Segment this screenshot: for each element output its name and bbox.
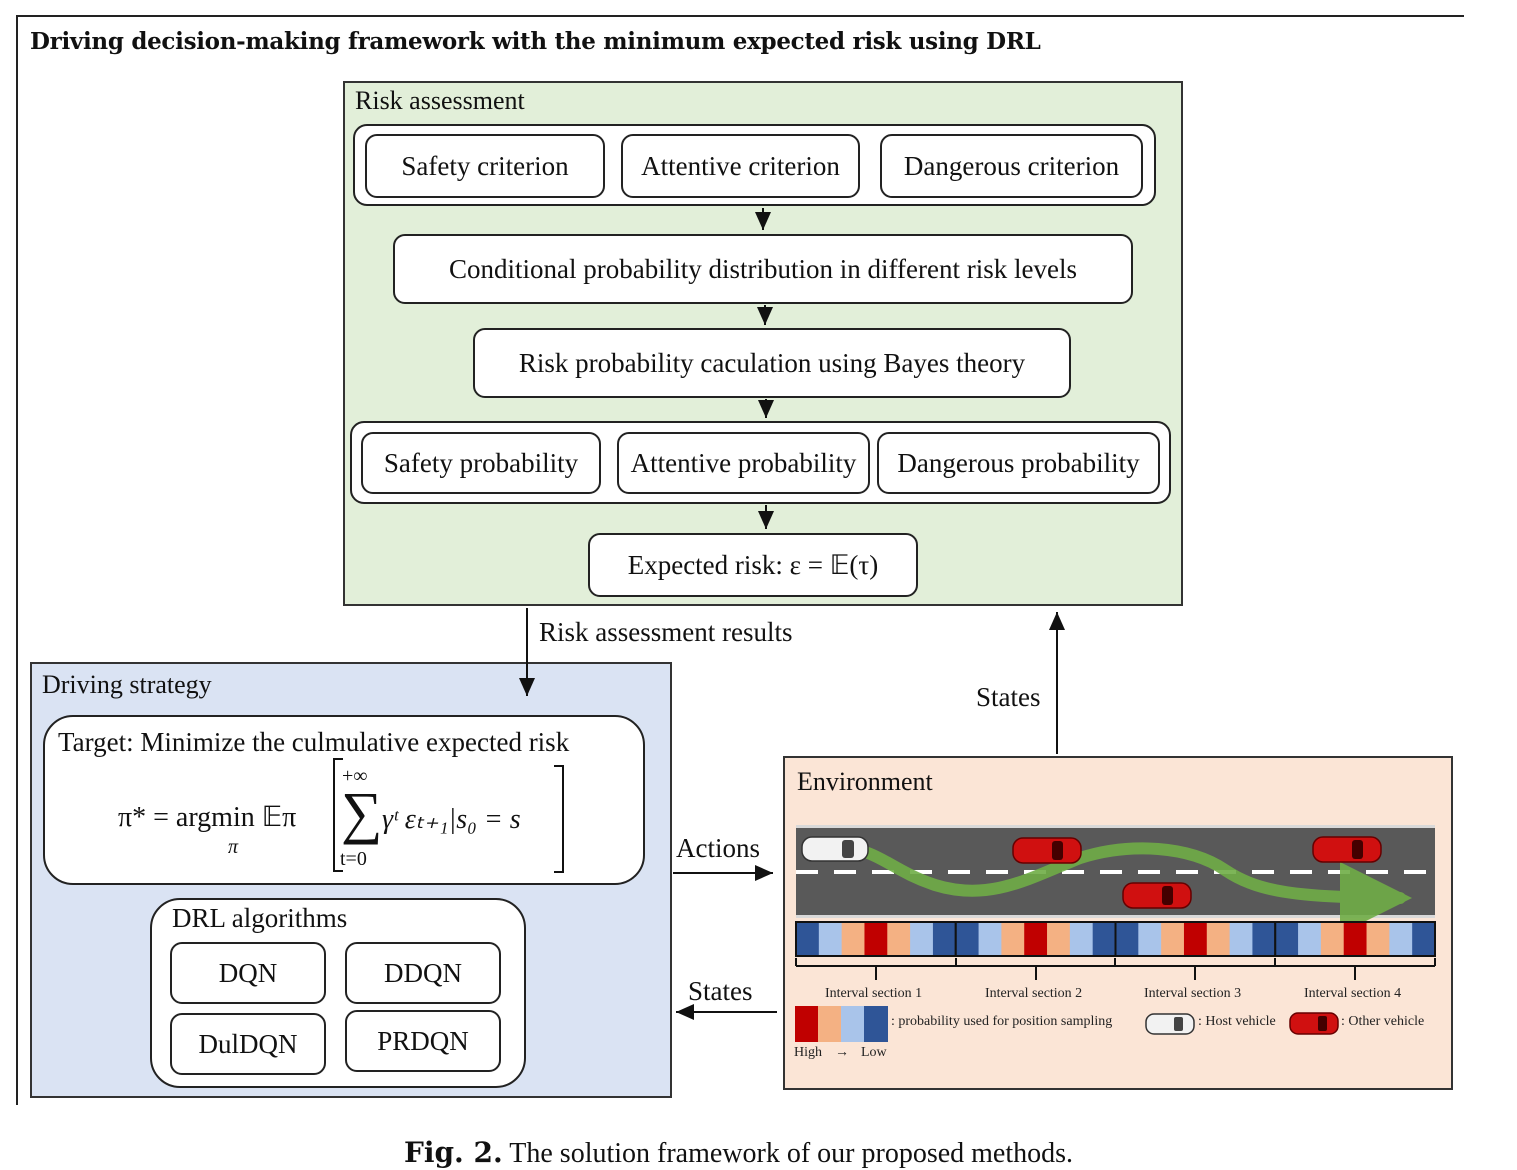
probability-cell xyxy=(1138,922,1162,956)
interval-section-2-label: Interval section 2 xyxy=(985,986,1083,1001)
algorithm-ddqn: DDQN xyxy=(345,942,501,1004)
actions-label: Actions xyxy=(676,833,760,863)
legend-probability-label: : probability used for position sampling xyxy=(891,1014,1113,1029)
safety-probability-box: Safety probability xyxy=(361,432,601,494)
probability-cell xyxy=(1320,922,1345,956)
probability-cell xyxy=(1206,922,1231,956)
environment-title: Environment xyxy=(797,767,933,796)
road-edge-bottom xyxy=(796,915,1435,918)
algorithm-prdqn: PRDQN xyxy=(345,1010,501,1072)
legend-other-label: : Other vehicle xyxy=(1341,1014,1425,1029)
other-vehicle-icon-1 xyxy=(1012,837,1082,864)
legend-host-vehicle-icon xyxy=(1145,1013,1195,1035)
formula-sum-sign: ∑ xyxy=(341,780,383,845)
probability-cell xyxy=(1366,922,1390,956)
risk-results-label: Risk assessment results xyxy=(539,617,793,647)
legend-low-label: Low xyxy=(861,1045,887,1060)
probability-cell xyxy=(955,922,980,956)
bayes-calculation-box: Risk probability caculation using Bayes … xyxy=(473,328,1071,398)
probability-cell xyxy=(1115,922,1139,956)
legend-host-label: : Host vehicle xyxy=(1198,1014,1276,1029)
probability-cell xyxy=(1024,922,1048,956)
expected-risk-box: Expected risk: ε = 𝔼(τ) xyxy=(588,533,918,597)
interval-section-3-label: Interval section 3 xyxy=(1144,986,1242,1001)
probability-cell xyxy=(1343,922,1368,956)
caption-label: Fig. 2. xyxy=(403,1136,503,1169)
probability-cell xyxy=(841,922,865,956)
probability-cell xyxy=(910,922,934,956)
probability-cell xyxy=(1275,922,1299,956)
safety-criterion-box: Safety criterion xyxy=(365,134,605,198)
legend-high-label: High xyxy=(794,1045,822,1060)
host-vehicle-icon xyxy=(801,836,869,862)
formula-sum-bottom: t=0 xyxy=(340,848,367,870)
risk-assessment-title: Risk assessment xyxy=(355,86,525,115)
target-box xyxy=(43,715,645,885)
probability-cell xyxy=(978,922,1002,956)
algorithm-duldqn: DulDQN xyxy=(170,1013,326,1075)
dangerous-probability-box: Dangerous probability xyxy=(877,432,1160,494)
interval-section-1-label: Interval section 1 xyxy=(825,986,923,1001)
attentive-criterion-box: Attentive criterion xyxy=(621,134,860,198)
legend-color-swatches xyxy=(795,1006,888,1042)
probability-cell xyxy=(1252,922,1276,956)
probability-cell xyxy=(1092,922,1116,956)
host-vehicle-path xyxy=(834,841,1412,934)
formula-under: π xyxy=(228,836,239,858)
probability-cell xyxy=(1412,922,1436,956)
states-left-label: States xyxy=(688,976,753,1006)
formula-sum-top: +∞ xyxy=(342,765,368,787)
formula-right-bracket xyxy=(554,765,564,873)
caption-text: The solution framework of our proposed m… xyxy=(509,1138,1074,1169)
probability-cell xyxy=(1001,922,1025,956)
formula-body: γᵗ εₜ₊₁|s₀ = s xyxy=(382,804,521,835)
states-up-label: States xyxy=(976,682,1041,712)
probability-cell xyxy=(796,922,820,956)
drl-algorithms-title: DRL algorithms xyxy=(172,903,348,933)
probability-cell xyxy=(887,922,911,956)
interval-section-4-label: Interval section 4 xyxy=(1304,986,1402,1001)
road-edge-top xyxy=(796,825,1435,828)
attentive-probability-box: Attentive probability xyxy=(617,432,870,494)
probability-section-border xyxy=(1274,921,1436,957)
formula-lhs: π* = argmin 𝔼π xyxy=(118,802,297,833)
algorithm-dqn: DQN xyxy=(170,942,326,1004)
figure-frame xyxy=(16,15,1464,1105)
driving-strategy-title: Driving strategy xyxy=(42,670,212,699)
probability-cell xyxy=(864,922,888,956)
figure-title: Driving decision-making framework with t… xyxy=(30,28,1041,55)
probability-cell xyxy=(1298,922,1322,956)
legend-arrow: → xyxy=(835,1045,849,1060)
other-vehicle-icon-2 xyxy=(1122,882,1192,909)
figure-caption: Fig. 2. The solution framework of our pr… xyxy=(0,1136,1477,1170)
dangerous-criterion-box: Dangerous criterion xyxy=(880,134,1143,198)
probability-cell xyxy=(1389,922,1413,956)
formula-left-bracket xyxy=(333,758,343,872)
probability-cell xyxy=(1161,922,1185,956)
conditional-probability-box: Conditional probability distribution in … xyxy=(393,234,1133,304)
probability-cell xyxy=(1069,922,1094,956)
target-text: Target: Minimize the culmulative expecte… xyxy=(58,727,570,757)
probability-cell xyxy=(1183,922,1208,956)
other-vehicle-icon-3 xyxy=(1312,836,1382,863)
probability-cell xyxy=(932,922,957,956)
section-brackets xyxy=(795,958,1436,980)
legend-other-vehicle-icon xyxy=(1289,1012,1339,1035)
probability-cell xyxy=(1047,922,1071,956)
probability-cell xyxy=(818,922,843,956)
probability-cell xyxy=(1229,922,1253,956)
probability-strip xyxy=(795,921,1436,957)
